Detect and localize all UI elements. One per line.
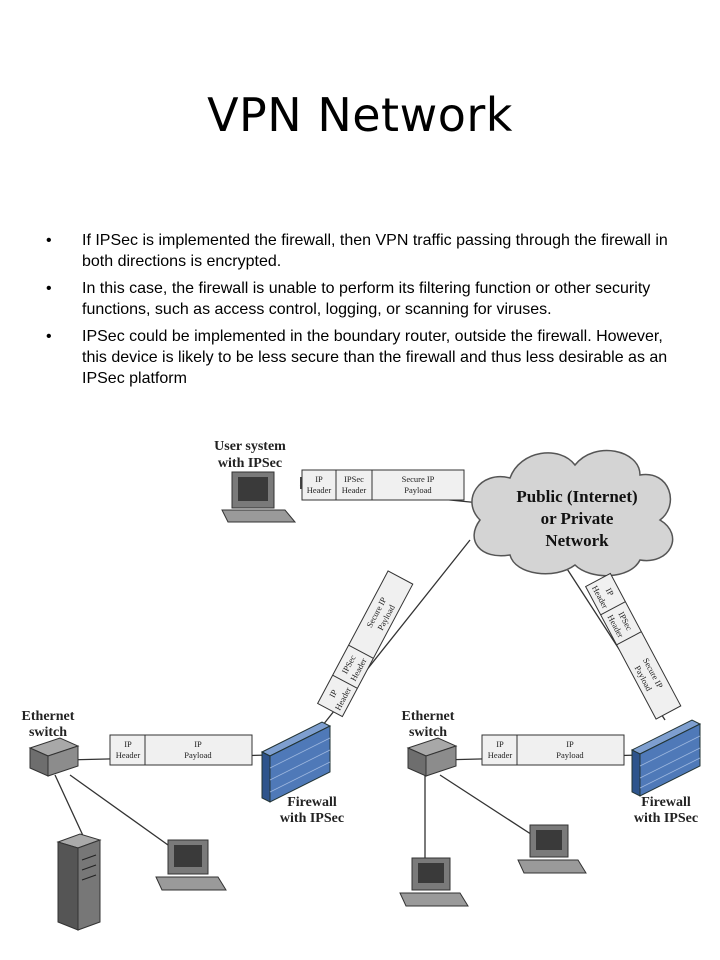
ethernet-switch-right-icon: [406, 737, 458, 777]
packet-left-lan-ip-1: IP: [124, 739, 132, 749]
bullet-text: In this case, the firewall is unable to …: [82, 280, 651, 318]
bullet-text: IPSec could be implemented in the bounda…: [82, 328, 668, 387]
ethernet-left-label-line1: Ethernet: [22, 709, 75, 724]
vpn-network-diagram: Public (Internet) or Private Network Use…: [22, 439, 702, 931]
cloud-icon: [471, 449, 674, 577]
slide-title: VPN Network: [207, 88, 513, 142]
ethernet-right-label-line1: Ethernet: [402, 709, 455, 724]
bullet-item: • IPSec could be implemented in the boun…: [40, 326, 680, 389]
packet-right-lan-ip-1: IP: [496, 739, 504, 749]
packet-top-payload-2: Payload: [404, 485, 432, 495]
packet-diag-left-ip-1: IP: [327, 688, 340, 700]
packet-left-lan-payload-1: IP: [194, 739, 202, 749]
packet-right-lan: IP Header IP Payload: [481, 734, 625, 766]
firewall-left-label-line1: Firewall: [287, 795, 337, 810]
link-switch-pc-left: [69, 774, 176, 851]
bullet-glyph: •: [46, 280, 52, 297]
packet-left-lan-ip-2: Header: [116, 750, 141, 760]
server-icon: [56, 833, 102, 931]
packet-left-lan: IP Header IP Payload: [109, 734, 253, 766]
firewall-right-label-line2: with IPSec: [634, 811, 698, 826]
packet-top-payload-1: Secure IP: [402, 474, 435, 484]
packet-top-ip-1: IP: [315, 474, 323, 484]
pc-left-icon: [155, 839, 227, 891]
pc-right-a-icon: [399, 857, 469, 907]
firewall-left-label-line2: with IPSec: [280, 811, 344, 826]
packet-diag-right-ip-1: IP: [604, 586, 617, 598]
bullet-glyph: •: [46, 328, 52, 345]
bullet-text: If IPSec is implemented the firewall, th…: [82, 232, 668, 270]
firewall-right-icon: [630, 719, 702, 797]
link-switch-server: [54, 774, 86, 841]
cloud-label-line2: or Private: [541, 509, 614, 528]
link-switch-pc-right-b: [439, 774, 541, 841]
firewall-right-label-line1: Firewall: [641, 795, 691, 810]
ethernet-left-label-line2: switch: [29, 725, 67, 740]
ethernet-right-label-line2: switch: [409, 725, 447, 740]
packet-diag-right: IP Header IPSec Header Secure IP Payload: [584, 572, 682, 720]
cloud-label-line1: Public (Internet): [516, 487, 637, 506]
bullet-item: • In this case, the firewall is unable to…: [40, 278, 680, 320]
bullet-item: • If IPSec is implemented the firewall, t…: [40, 230, 680, 272]
pc-right-b-icon: [517, 824, 587, 874]
packet-top-ip-2: Header: [307, 485, 332, 495]
cloud-label-line3: Network: [545, 531, 609, 550]
packet-top-ipsec-1: IPSec: [344, 474, 364, 484]
packet-top-ipsec-2: Header: [342, 485, 367, 495]
packet-diag-left: IP Header IPSec Header Secure IP Payload: [316, 570, 414, 718]
firewall-left-icon: [260, 721, 332, 803]
packet-right-lan-payload-1: IP: [566, 739, 574, 749]
packet-right-lan-ip-2: Header: [488, 750, 513, 760]
bullet-glyph: •: [46, 232, 52, 249]
packet-right-lan-payload-2: Payload: [556, 750, 584, 760]
bullet-list: • If IPSec is implemented the firewall, t…: [40, 230, 680, 395]
packet-top: IP Header IPSec Header Secure IP Payload: [301, 469, 465, 501]
user-system-label-line2: with IPSec: [218, 456, 282, 471]
user-system-label-line1: User system: [214, 439, 286, 454]
user-computer-icon: [221, 471, 305, 523]
packet-left-lan-payload-2: Payload: [184, 750, 212, 760]
ethernet-switch-left-icon: [28, 737, 80, 777]
